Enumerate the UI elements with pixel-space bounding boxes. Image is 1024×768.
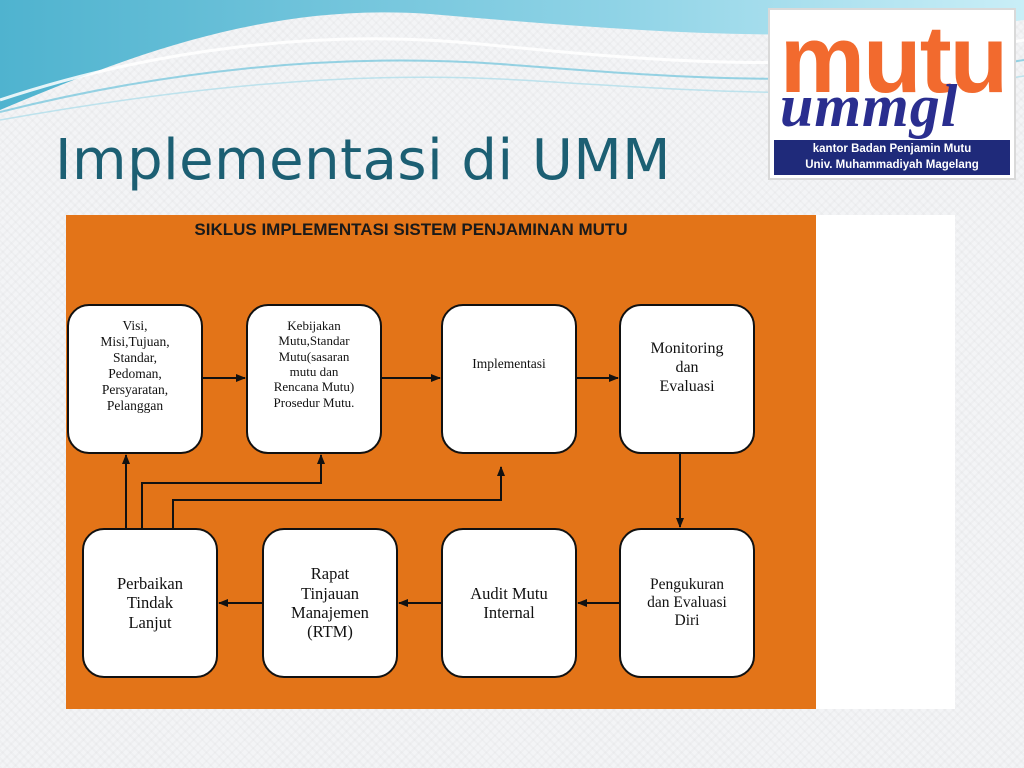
logo-script: ummgl: [780, 73, 959, 139]
node-pengukuran-evaluasi-diri: Pengukuran dan Evaluasi Diri: [619, 528, 755, 678]
arrow-perbaikan-to-kebijakan: [141, 454, 325, 528]
node-kebijakan-mutu: Kebijakan Mutu,Standar Mutu(sasaran mutu…: [246, 304, 382, 454]
diagram-connectors: [122, 374, 684, 607]
arrow-perbaikan-to-implementasi: [172, 466, 505, 528]
node-rapat-tinjauan-manajemen: Rapat Tinjauan Manajemen (RTM): [262, 528, 398, 678]
cycle-diagram: SIKLUS IMPLEMENTASI SISTEM PENJAMINAN MU…: [66, 215, 816, 709]
slide-title: Implementasi di UMM: [55, 128, 671, 193]
logo-caption: kantor Badan Penjamin Mutu Univ. Muhamma…: [774, 140, 1010, 175]
node-visi-misi: Visi, Misi,Tujuan, Standar, Pedoman, Per…: [67, 304, 203, 454]
node-perbaikan-tindak-lanjut: Perbaikan Tindak Lanjut: [82, 528, 218, 678]
logo-caption-line-1: kantor Badan Penjamin Mutu: [812, 143, 972, 155]
diagram-white-margin: [815, 215, 955, 709]
node-implementasi: Implementasi: [441, 304, 577, 454]
diagram-title: SIKLUS IMPLEMENTASI SISTEM PENJAMINAN MU…: [194, 220, 628, 239]
node-monitoring-evaluasi: Monitoring dan Evaluasi: [619, 304, 755, 454]
logo-caption-line-2: Univ. Muhammadiyah Magelang: [805, 159, 979, 171]
mutu-ummgl-logo: mutu ummgl kantor Badan Penjamin Mutu Un…: [768, 8, 1016, 180]
logo-wordmark: mutu: [779, 6, 1009, 113]
node-audit-mutu-internal: Audit Mutu Internal: [441, 528, 577, 678]
